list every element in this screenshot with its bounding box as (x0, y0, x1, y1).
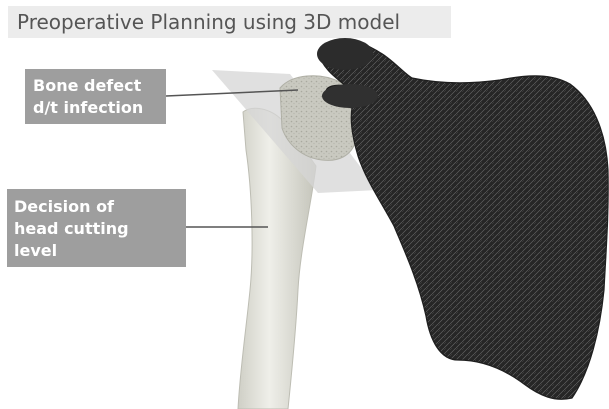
title-text: Preoperative Planning using 3D model (17, 10, 400, 34)
head-cutting-line-2: head cutting (14, 218, 186, 240)
bone-defect-label: Bone defect d/t infection (25, 69, 166, 124)
head-cutting-label: Decision of head cutting level (7, 189, 186, 267)
head-cutting-line-1: Decision of (14, 196, 186, 218)
acromion (317, 38, 373, 70)
head-cutting-line-3: level (14, 240, 186, 262)
title-banner: Preoperative Planning using 3D model (8, 6, 451, 38)
coracoid-process (322, 84, 378, 108)
bone-defect-line-1: Bone defect (33, 75, 166, 97)
bone-defect-line-2: d/t infection (33, 97, 166, 119)
